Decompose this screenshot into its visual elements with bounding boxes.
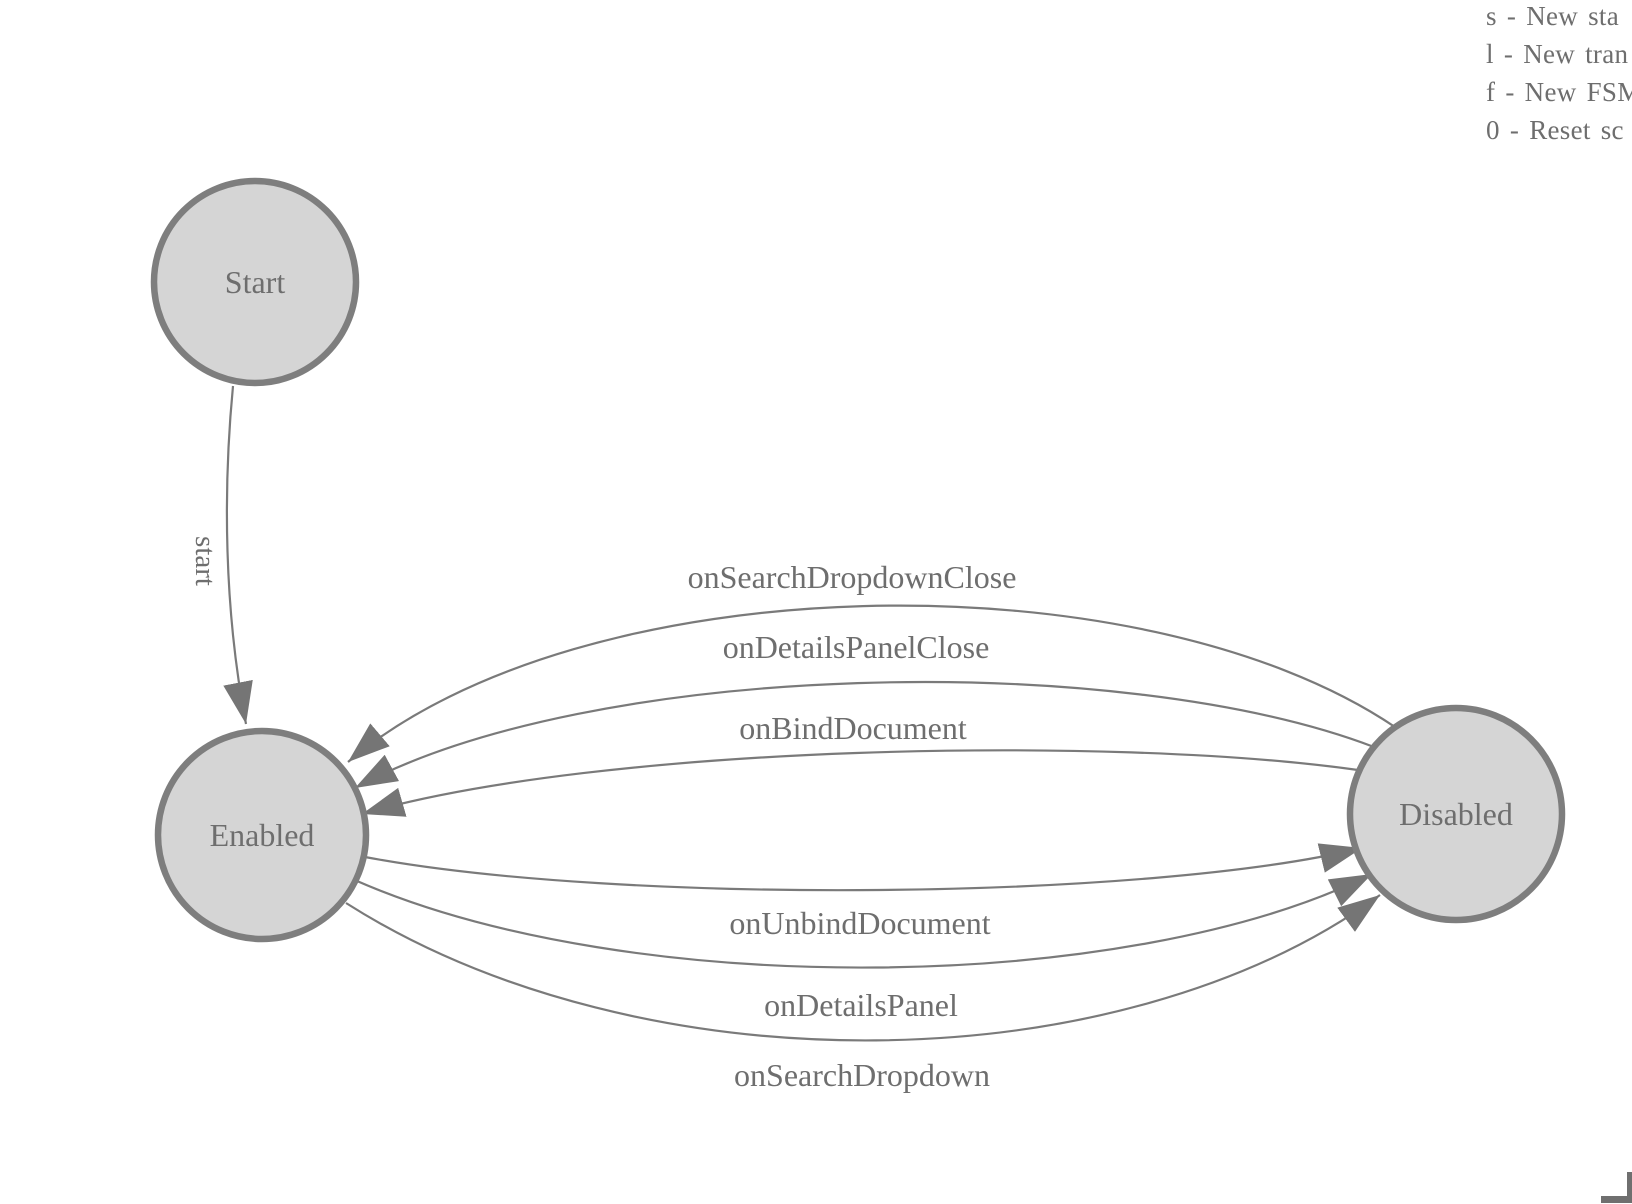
legend-line-new-transition: l - New tran bbox=[1486, 39, 1629, 69]
legend-line-new-fsm: f - New FSM bbox=[1486, 77, 1632, 107]
edge-on-search-dropdown-close[interactable] bbox=[347, 604, 1396, 763]
state-label-enabled: Enabled bbox=[210, 817, 315, 853]
edge-label-on-bind-document: onBindDocument bbox=[739, 710, 967, 746]
canvas-corner-bracket-vertical bbox=[1627, 1172, 1632, 1202]
edge-on-bind-document[interactable] bbox=[361, 749, 1359, 817]
edge-label-on-details-panel: onDetailsPanel bbox=[764, 987, 958, 1023]
edge-label-on-details-panel-close: onDetailsPanelClose bbox=[723, 629, 990, 665]
edge-on-details-panel-close[interactable] bbox=[354, 680, 1375, 789]
edge-label-on-unbind-document: onUnbindDocument bbox=[729, 905, 990, 941]
edge-label-start: start bbox=[189, 536, 221, 586]
edge-on-unbind-document[interactable] bbox=[364, 843, 1363, 892]
state-node-disabled[interactable] bbox=[1346, 704, 1566, 924]
edge-start-transition[interactable] bbox=[223, 385, 253, 725]
state-label-start: Start bbox=[225, 264, 286, 300]
edge-on-details-panel[interactable] bbox=[356, 873, 1373, 969]
legend-line-reset: 0 - Reset sc bbox=[1486, 115, 1624, 145]
state-node-enabled[interactable] bbox=[154, 727, 370, 943]
edge-label-on-search-dropdown: onSearchDropdown bbox=[734, 1057, 990, 1093]
state-node-start[interactable] bbox=[150, 177, 360, 387]
edge-on-search-dropdown[interactable] bbox=[345, 894, 1381, 1042]
canvas-corner-bracket-horizontal bbox=[1601, 1196, 1632, 1203]
edge-label-on-search-dropdown-close: onSearchDropdownClose bbox=[688, 559, 1017, 595]
shortcuts-legend: s - New sta l - New tran f - New FSM 0 -… bbox=[1486, 0, 1632, 149]
state-label-disabled: Disabled bbox=[1399, 796, 1513, 832]
legend-line-new-state: s - New sta bbox=[1486, 1, 1620, 31]
